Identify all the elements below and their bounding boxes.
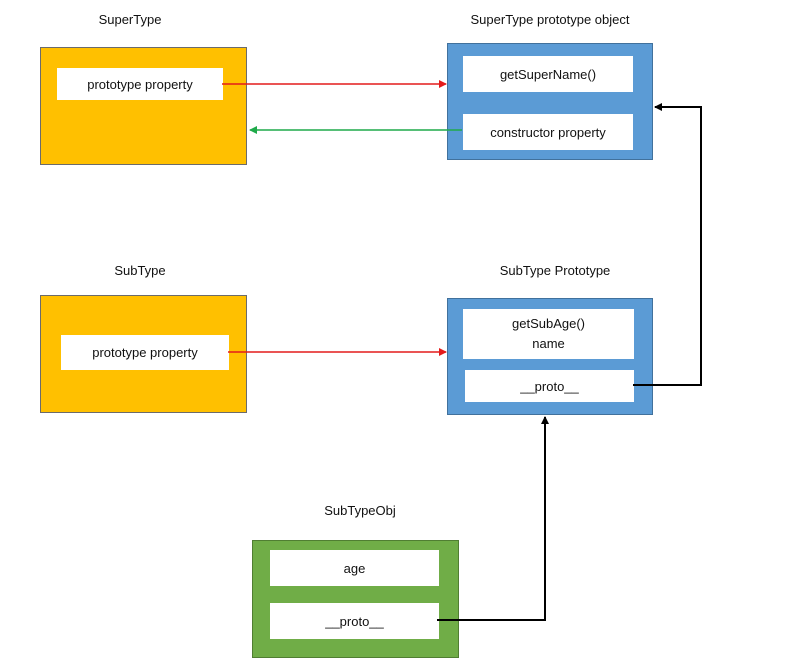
supertype-title: SuperType (98, 12, 162, 27)
supertype-box: prototype property (40, 47, 247, 165)
subtype-proto-proto-property: __proto__ (465, 370, 634, 402)
supertype-prototype-property: prototype property (57, 68, 223, 100)
subtype-obj-box: age __proto__ (252, 540, 459, 658)
subtype-title: SubType (114, 263, 166, 278)
subtype-obj-title: SubTypeObj (324, 503, 396, 518)
subtype-proto-to-supertype-proto-arrow (633, 103, 702, 386)
get-super-name-method: getSuperName() (463, 56, 633, 92)
constructor-property: constructor property (463, 114, 633, 150)
supertype-proto-title: SuperType prototype object (470, 12, 630, 27)
subtype-obj-proto-property: __proto__ (270, 603, 439, 639)
subtype-box: prototype property (40, 295, 247, 413)
age-property: age (270, 550, 439, 586)
subtype-proto-title: SubType Prototype (499, 263, 611, 278)
name-property: name (532, 336, 565, 351)
supertype-proto-box: getSuperName() constructor property (447, 43, 653, 160)
get-sub-age-method: getSubAge() (512, 316, 585, 331)
subtype-obj-to-subtype-proto-arrow (437, 416, 549, 621)
subtype-proto-box: getSubAge() name __proto__ (447, 298, 653, 415)
subtype-proto-members: getSubAge() name (463, 309, 634, 359)
subtype-prototype-property: prototype property (61, 335, 229, 370)
